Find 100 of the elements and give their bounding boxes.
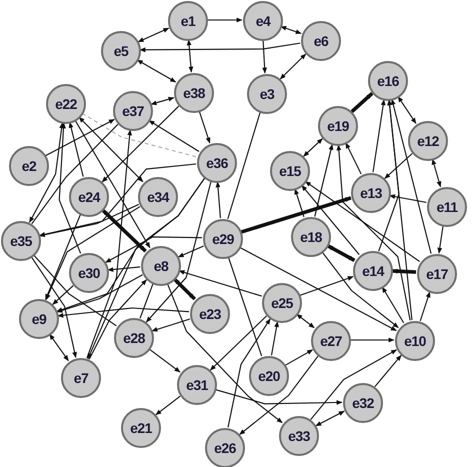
node-circle	[121, 408, 161, 448]
arrow	[382, 286, 404, 324]
arrow	[389, 194, 426, 203]
node-circle	[113, 91, 153, 131]
node-label: e32	[352, 395, 374, 411]
arrow	[155, 396, 180, 416]
arrow	[105, 236, 202, 263]
node-circle	[395, 321, 435, 361]
node-label: e28	[123, 330, 145, 346]
arrow	[102, 106, 180, 182]
node-circle	[270, 151, 310, 191]
node-label: e5	[114, 43, 128, 59]
arrow	[372, 99, 386, 172]
arrow	[173, 278, 196, 300]
arrow	[420, 291, 430, 322]
arrow	[58, 122, 82, 254]
node-circle	[301, 21, 341, 61]
node-circle	[61, 358, 101, 398]
arrow	[46, 206, 140, 300]
arrow	[139, 42, 300, 52]
node-label: e13	[360, 185, 382, 201]
node-circle	[205, 428, 245, 467]
arrow	[101, 208, 147, 252]
arrow	[216, 181, 221, 218]
arrow	[146, 181, 212, 323]
arrow	[345, 142, 362, 174]
arrow	[384, 153, 413, 179]
node-label: e34	[147, 189, 169, 205]
arrow	[166, 283, 283, 424]
arrow	[304, 181, 420, 262]
arrow	[74, 120, 150, 248]
node-circle	[69, 253, 109, 293]
arrow	[294, 188, 304, 218]
arrow	[45, 118, 115, 156]
node-label: e26	[214, 440, 236, 456]
node-circle	[417, 254, 457, 294]
arrow	[178, 245, 204, 258]
arrow	[296, 314, 315, 328]
arrow	[215, 389, 343, 405]
node-circle	[311, 321, 351, 361]
node-label: e35	[10, 233, 32, 249]
node-label: e14	[362, 263, 384, 279]
arrow	[228, 318, 271, 428]
arrow	[262, 40, 267, 74]
arrow	[336, 144, 411, 320]
node-circle	[318, 106, 358, 146]
arrow	[148, 348, 180, 372]
node-circle	[262, 283, 302, 323]
arrow	[57, 307, 190, 318]
node-circle	[190, 294, 230, 334]
node-label: e3	[260, 86, 274, 102]
node-circle	[427, 187, 467, 227]
arrow	[148, 120, 200, 152]
arrow	[136, 60, 176, 82]
arrow	[391, 268, 416, 274]
arrow	[280, 26, 302, 34]
arrow	[150, 96, 174, 106]
arrow	[56, 274, 143, 313]
arrow	[152, 318, 190, 332]
node-label: e30	[78, 265, 100, 281]
node-circle	[197, 143, 237, 183]
arrow	[186, 39, 194, 73]
node-label: e36	[206, 155, 228, 171]
node-label: e9	[32, 311, 46, 327]
node-label: e15	[279, 163, 301, 179]
node-circle	[174, 73, 214, 113]
arrow	[38, 163, 196, 237]
node-circle	[19, 299, 59, 339]
node-label: e21	[130, 420, 152, 436]
node-circle	[177, 365, 217, 405]
node-label: e33	[288, 428, 310, 444]
node-circle	[408, 121, 448, 161]
arrow	[30, 256, 77, 358]
node-label: e25	[271, 295, 293, 311]
node-label: e31	[186, 377, 208, 393]
arrow	[52, 285, 74, 305]
arrow	[326, 244, 356, 262]
arrow	[301, 184, 360, 255]
arrow	[350, 338, 395, 342]
arrow	[239, 356, 318, 435]
arrow	[78, 116, 144, 182]
node-circle	[249, 356, 289, 396]
node-label: e20	[258, 368, 280, 384]
node-circle	[46, 84, 86, 124]
node-circle	[69, 177, 109, 217]
arrow	[49, 334, 69, 362]
node-label: e18	[300, 229, 322, 245]
arrow	[300, 276, 354, 296]
node-circle	[368, 61, 408, 101]
arrow	[350, 92, 374, 113]
node-circle	[351, 173, 391, 213]
arrow	[432, 158, 442, 188]
arrow	[270, 321, 279, 356]
arrow	[138, 28, 170, 42]
arrow	[56, 178, 205, 312]
arrow	[86, 129, 132, 358]
node-label: e17	[426, 266, 448, 282]
node-circle	[114, 318, 154, 358]
arrow	[310, 349, 398, 420]
node-label: e10	[404, 333, 426, 349]
